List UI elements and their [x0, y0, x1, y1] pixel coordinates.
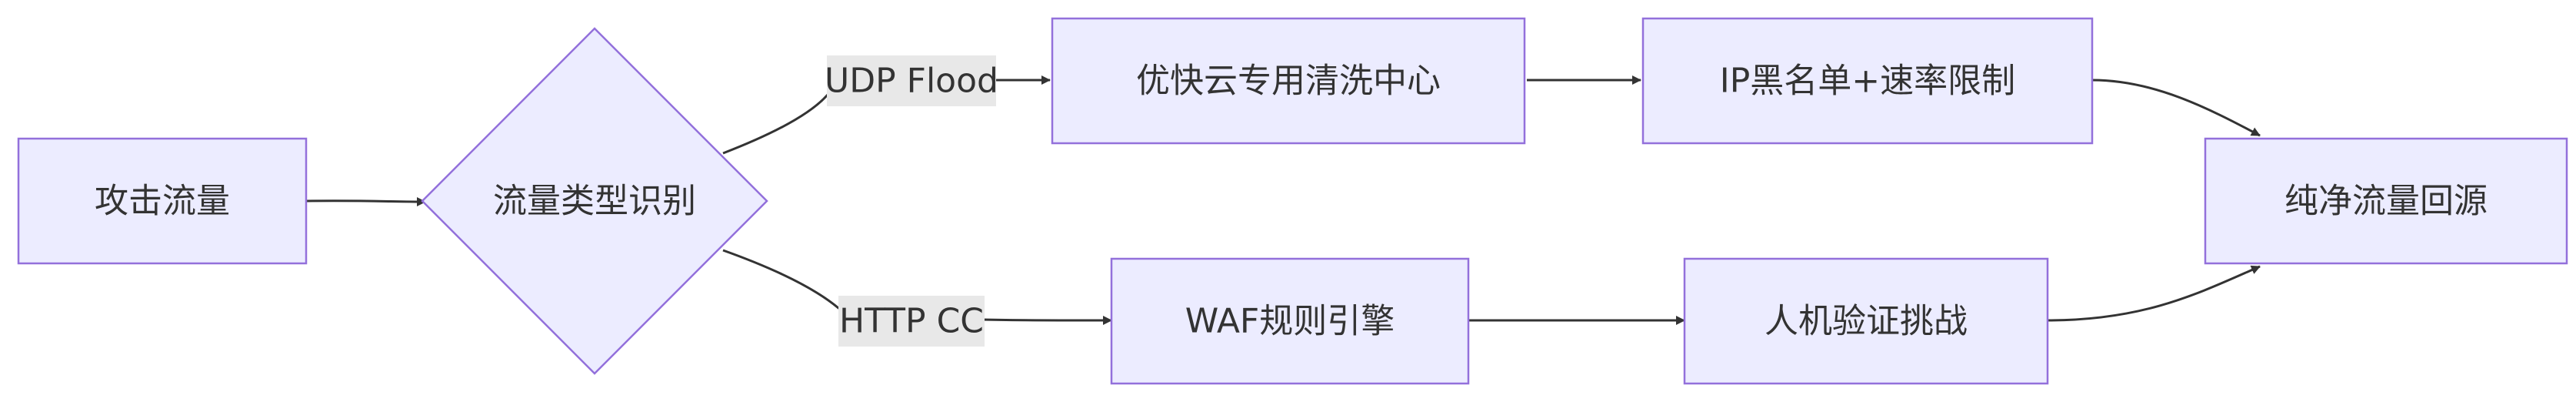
node-captcha-challenge: 人机验证挑战 — [1683, 257, 2049, 385]
edge-attack-to-classify — [305, 196, 426, 206]
node-box — [17, 137, 308, 265]
node-label: WAF规则引擎 — [1185, 302, 1395, 341]
node-diamond — [421, 27, 768, 375]
edge-label-bg — [827, 55, 996, 106]
node-label: 攻击流量 — [95, 182, 230, 221]
node-box — [2204, 137, 2568, 265]
edge-label-http-cc: HTTP CC — [838, 296, 985, 347]
node-label: 人机验证挑战 — [1765, 302, 1968, 341]
node-box — [1683, 257, 2049, 385]
edge-label-bg — [838, 296, 985, 347]
node-attack-traffic: 攻击流量 — [17, 137, 308, 265]
node-scrubbing-center: 优快云专用清洗中心 — [1051, 17, 1526, 145]
node-box — [1051, 17, 1526, 145]
node-label: IP黑名单+速率限制 — [1720, 62, 2015, 101]
edge-label-udp-flood: UDP Flood — [825, 55, 998, 106]
node-label: 纯净流量回源 — [2284, 182, 2488, 221]
node-traffic-classify: 流量类型识别 — [421, 27, 768, 375]
node-waf-engine: WAF规则引擎 — [1110, 257, 1470, 385]
node-label: 优快云专用清洗中心 — [1136, 62, 1441, 101]
node-label: 流量类型识别 — [493, 182, 696, 221]
edge-blacklist-to-origin — [2091, 79, 2261, 137]
edge-captcha-to-origin — [2047, 265, 2261, 322]
node-clean-origin: 纯净流量回源 — [2204, 137, 2568, 265]
node-ip-blacklist: IP黑名单+速率限制 — [1641, 17, 2094, 145]
node-box — [1110, 257, 1470, 385]
edge-label-text: HTTP CC — [839, 302, 984, 341]
node-box — [1641, 17, 2094, 145]
edge-label-text: UDP Flood — [825, 62, 998, 101]
